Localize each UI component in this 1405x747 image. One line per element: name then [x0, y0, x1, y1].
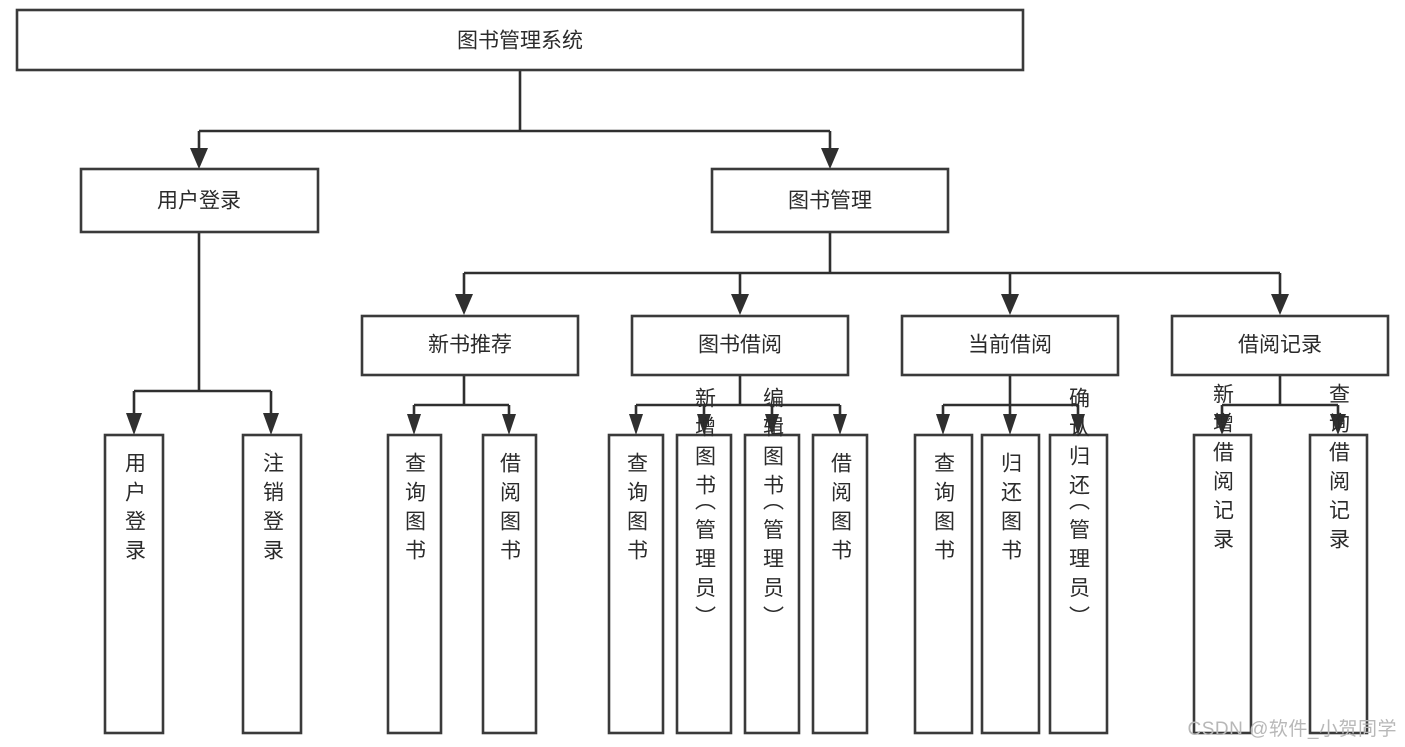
arrow-icon-leaf-borrow-book-2	[833, 414, 847, 435]
node-leaf-borrow-book-2-label: 借阅图书	[829, 452, 853, 568]
connector-group-book-mgmt	[455, 232, 1289, 315]
node-new-book-recommend-box[interactable]	[360, 314, 580, 377]
connector-group-root	[190, 70, 839, 169]
connector-group-current-borrow	[936, 375, 1085, 435]
node-leaf-user-login-label: 用户登录	[123, 452, 147, 568]
node-leaf-query-book-1-box[interactable]	[386, 433, 443, 735]
arrow-icon-book-mgmt	[821, 148, 839, 169]
arrow-icon-leaf-edit-book	[765, 414, 779, 435]
node-leaf-return-book[interactable]: 归还图书	[980, 433, 1041, 735]
node-leaf-add-record[interactable]: 新增借阅记录	[1192, 383, 1253, 735]
node-leaf-confirm-return[interactable]: 确认归还 （管理员）	[1048, 387, 1109, 735]
arrow-icon-leaf-return-book	[1003, 414, 1017, 435]
node-new-book-recommend[interactable]: 新书推荐	[360, 314, 580, 377]
arrow-icon-book-borrow	[731, 294, 749, 315]
connector-group-new-book	[407, 375, 516, 435]
node-leaf-edit-book-label-line2: （管理员）	[761, 490, 785, 635]
node-leaf-query-record-box[interactable]	[1308, 433, 1369, 735]
connector-group-user-login	[126, 232, 279, 435]
node-leaf-add-book[interactable]: 新增图书 （管理员）	[675, 387, 733, 735]
node-leaf-borrow-book-1-box[interactable]	[481, 433, 538, 735]
arrow-icon-user-login	[190, 148, 208, 169]
arrow-icon-borrow-record	[1271, 294, 1289, 315]
node-leaf-add-book-label-line2: （管理员）	[693, 490, 717, 635]
arrow-icon-leaf-query-book-1	[407, 414, 421, 435]
node-leaf-edit-book-label-line1: 编辑图书	[761, 387, 785, 503]
node-leaf-user-logout-box[interactable]	[241, 433, 303, 735]
arrow-icon-new-book	[455, 294, 473, 315]
node-leaf-add-book-label-line1: 新增图书	[693, 387, 717, 503]
node-leaf-user-login[interactable]: 用户登录	[103, 433, 165, 735]
node-root-box[interactable]	[15, 8, 1025, 72]
arrow-icon-leaf-query-book-2	[629, 414, 643, 435]
node-user-login-box[interactable]	[79, 167, 320, 234]
node-leaf-query-record[interactable]: 查询借阅记录	[1308, 383, 1369, 735]
node-leaf-edit-book-box[interactable]	[743, 433, 801, 735]
node-leaf-borrow-book-2-box[interactable]	[811, 433, 869, 735]
node-leaf-add-record-box[interactable]	[1192, 433, 1253, 735]
node-book-management-label: 图书管理	[788, 190, 872, 213]
node-leaf-add-record-label: 新增借阅记录	[1211, 383, 1235, 557]
node-leaf-query-book-3-label: 查询图书	[932, 452, 956, 568]
node-leaf-confirm-return-label-line1: 确认归还	[1067, 387, 1091, 503]
connector-group-borrow-record	[1214, 375, 1346, 435]
node-leaf-add-book-box[interactable]	[675, 433, 733, 735]
arrow-icon-current-borrow	[1001, 294, 1019, 315]
arrow-icon-leaf-user-logout	[263, 413, 279, 435]
node-leaf-borrow-book-1-label: 借阅图书	[498, 452, 522, 568]
node-book-management-box[interactable]	[710, 167, 950, 234]
node-leaf-edit-book[interactable]: 编辑图书 （管理员）	[743, 387, 801, 735]
node-leaf-query-book-2[interactable]: 查询图书	[607, 433, 665, 735]
node-user-login[interactable]: 用户登录	[79, 167, 320, 234]
node-borrow-record-label: 借阅记录	[1238, 334, 1322, 357]
node-current-borrow-box[interactable]	[900, 314, 1120, 377]
connector-group-book-borrow	[629, 375, 847, 435]
node-root-label: 图书管理系统	[457, 30, 583, 53]
node-leaf-query-book-2-box[interactable]	[607, 433, 665, 735]
node-user-login-label: 用户登录	[157, 190, 241, 213]
node-root[interactable]: 图书管理系统	[15, 8, 1025, 72]
arrow-icon-leaf-user-login	[126, 413, 142, 435]
node-current-borrow[interactable]: 当前借阅	[900, 314, 1120, 377]
node-leaf-query-book-1-label: 查询图书	[403, 452, 427, 568]
node-leaf-user-login-box[interactable]	[103, 433, 165, 735]
arrow-icon-leaf-query-record	[1330, 414, 1346, 435]
node-book-borrow-box[interactable]	[630, 314, 850, 377]
node-leaf-return-book-label: 归还图书	[999, 452, 1023, 568]
node-new-book-recommend-label: 新书推荐	[428, 334, 512, 357]
node-borrow-record-box[interactable]	[1170, 314, 1390, 377]
arrow-icon-leaf-confirm-return	[1071, 414, 1085, 435]
node-leaf-borrow-book-2[interactable]: 借阅图书	[811, 433, 869, 735]
arrow-icon-leaf-add-book	[697, 414, 711, 435]
node-leaf-user-logout-label: 注销登录	[261, 452, 285, 568]
node-book-management[interactable]: 图书管理	[710, 167, 950, 234]
node-leaf-query-book-2-label: 查询图书	[625, 452, 649, 568]
node-leaf-query-book-1[interactable]: 查询图书	[386, 433, 443, 735]
node-leaf-query-book-3[interactable]: 查询图书	[913, 433, 974, 735]
node-leaf-user-logout[interactable]: 注销登录	[241, 433, 303, 735]
node-book-borrow-label: 图书借阅	[698, 334, 782, 357]
arrow-icon-leaf-add-record	[1214, 414, 1230, 435]
node-leaf-confirm-return-label-line2: （管理员）	[1067, 490, 1091, 635]
node-leaf-query-book-3-box[interactable]	[913, 433, 974, 735]
node-borrow-record[interactable]: 借阅记录	[1170, 314, 1390, 377]
arrow-icon-leaf-query-book-3	[936, 414, 950, 435]
arrow-icon-leaf-borrow-book-1	[502, 414, 516, 435]
node-leaf-return-book-box[interactable]	[980, 433, 1041, 735]
node-current-borrow-label: 当前借阅	[968, 334, 1052, 357]
node-leaf-borrow-book-1[interactable]: 借阅图书	[481, 433, 538, 735]
node-book-borrow[interactable]: 图书借阅	[630, 314, 850, 377]
node-leaf-query-record-label: 查询借阅记录	[1327, 383, 1351, 557]
node-leaf-confirm-return-box[interactable]	[1048, 433, 1109, 735]
